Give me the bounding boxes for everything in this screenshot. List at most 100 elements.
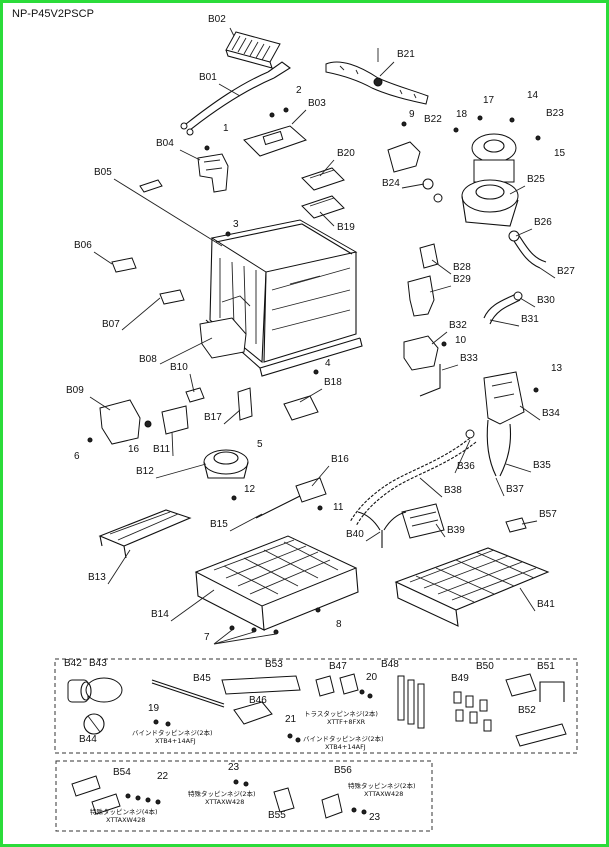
part-label-15: 15 [554,148,566,159]
part-label-12: 12 [244,484,256,495]
b28-part [419,243,439,269]
b05-clip [139,179,163,193]
b29-part [407,275,435,317]
part-label-b34: B34 [542,408,560,419]
part-label-b08: B08 [139,354,157,365]
b26-clamp [508,230,520,242]
part-label-b04: B04 [156,138,174,149]
screw-note: 特殊タッピンネジ(2本) [348,781,416,790]
part-label-b09: B09 [66,385,84,396]
screw-note: XTTAXW428 [106,816,145,824]
part-label-b23: B23 [546,108,564,119]
leader-lines [89,27,556,645]
screw-note: 特殊タッピンネジ(4本) [90,807,158,816]
part-label-b53: B53 [265,659,283,670]
part-label-b18: B18 [324,377,342,388]
part-label-b32: B32 [449,320,467,331]
b14-base-tray [194,535,359,631]
part-label-b10: B10 [170,362,188,373]
screw-note: XTTAXW428 [205,798,244,806]
part-label-7: 7 [204,632,210,643]
part-label-b12: B12 [136,466,154,477]
part-label-b06: B06 [74,240,92,251]
part-label-b05: B05 [94,167,112,178]
screw-note: XTTF+8FXR [327,718,366,726]
b13-rack [98,509,192,559]
part-label-b01: B01 [199,72,217,83]
b12-motor [203,449,249,479]
tub-frame [205,219,363,377]
screw-note: XTB4+14AFJ [325,743,366,751]
b17-part [237,387,253,421]
part-label-9: 9 [409,109,415,120]
part-label-b38: B38 [444,485,462,496]
part-label-b29: B29 [453,274,471,285]
part-label-16: 16 [128,444,140,455]
part-label-b39: B39 [447,525,465,536]
part-label-b43: B43 [89,658,107,669]
part-label-b36: B36 [457,461,475,472]
screw-notes: トラスタッピンネジ(2本)XTTF+8FXRバインドタッピンネジ(2本)XTB4… [90,709,416,824]
b46-bracket [233,701,273,725]
part-label-b41: B41 [537,599,555,610]
b18-part [283,395,319,421]
part-label-3: 3 [233,219,239,230]
b50-part [505,673,537,697]
part-label-11: 11 [333,502,344,513]
b42-b44-parts [67,677,123,735]
part-label-17: 17 [483,95,495,106]
b45-rod [151,679,225,705]
b56-bracket [321,793,343,819]
part-label-b56: B56 [334,765,352,776]
b48-strips [397,675,425,729]
part-label-b48: B48 [381,659,399,670]
b38-corrugated-hose [349,437,471,523]
screw-note: XTTAXW428 [364,790,403,798]
screw-note: XTB4+14AFJ [155,737,196,745]
part-label-b55: B55 [268,810,286,821]
part-label-22: 22 [157,771,169,782]
b10-part [185,387,205,403]
part-label-23: 23 [228,762,240,773]
b57-part [505,517,527,533]
part-label-b40: B40 [346,529,364,540]
b08-frame-part [199,317,247,359]
part-label-14: 14 [527,90,539,101]
part-label-b44: B44 [79,734,97,745]
screw-note: バインドタッピンネジ(2本) [303,734,384,743]
b55-bracket [273,787,295,813]
part-label-b37: B37 [506,484,524,495]
b06-pad [111,257,137,273]
b02-grille [225,31,281,69]
b51-handle [539,681,565,702]
box-screws [125,689,373,815]
screw-note: バインドタッピンネジ(2本) [132,728,213,737]
b52-strip [515,723,567,747]
part-label-b51: B51 [537,661,555,672]
model-title: NP-P45V2PSCP [12,8,94,20]
b07-pad [159,289,185,305]
screw-note: 特殊タッピンネジ(2本) [188,789,256,798]
part-label-b02: B02 [208,14,226,25]
part-label-b46: B46 [249,695,267,706]
part-label-b13: B13 [88,572,106,583]
part-label-21: 21 [285,714,297,725]
part-label-b14: B14 [151,609,169,620]
b09-housing [99,399,141,445]
part-label-4: 4 [325,358,331,369]
b41-rack [394,547,550,627]
b16-part [295,477,327,503]
part-label-10: 10 [455,335,467,346]
part-label-2: 2 [296,85,302,96]
part-label-b45: B45 [193,673,211,684]
part-label-23: 23 [369,812,381,823]
part-label-b19: B19 [337,222,355,233]
b34-drain-assembly [465,371,539,477]
part-label-b20: B20 [337,148,355,159]
part-drawings [98,31,550,631]
b53-plate [221,675,301,695]
part-label-b15: B15 [210,519,228,530]
part-label-b47: B47 [329,661,347,672]
